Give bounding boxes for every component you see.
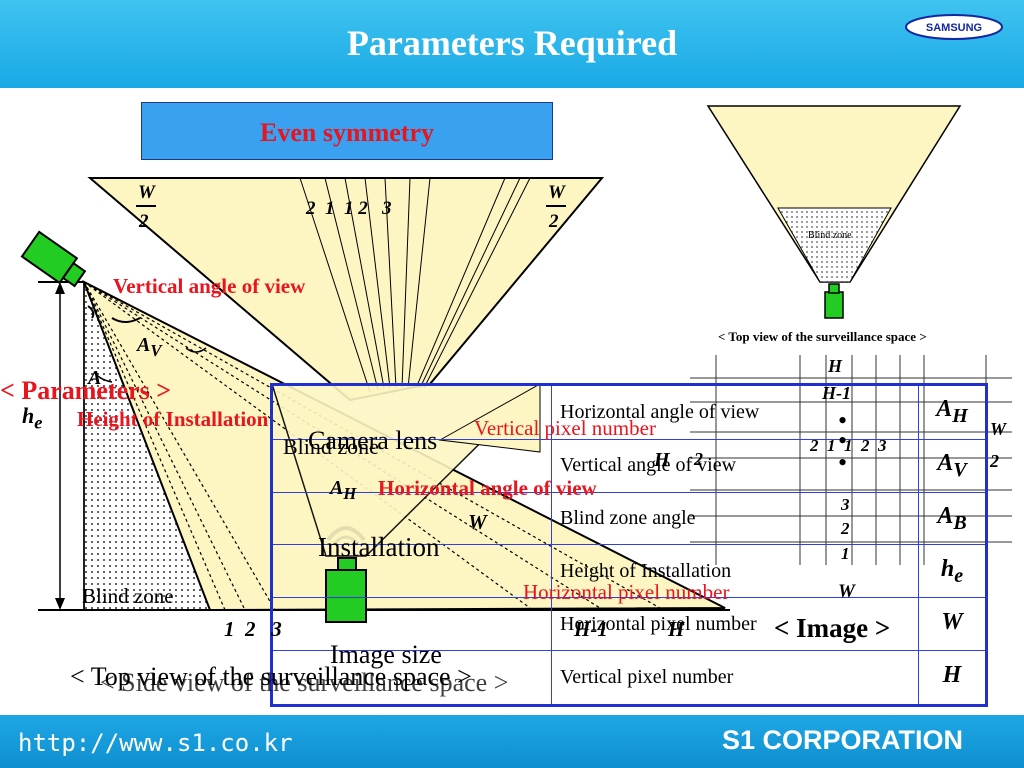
top-view-caption-large: < Top view of the surveillance space > [70, 662, 472, 691]
grid-row-2: 2 [841, 519, 850, 538]
grid-w-bottom: W [838, 581, 855, 602]
grid-row-3: 3 [841, 495, 850, 514]
grid-h-left: H [654, 449, 670, 471]
grid-h: H [828, 356, 843, 376]
grid-two-left: 2 [694, 449, 703, 469]
side-view-funnel [87, 177, 605, 402]
camera-lens-label: Camera lens [308, 426, 438, 455]
h-bottom: H [668, 617, 685, 641]
grid-row-1: 1 [841, 544, 850, 563]
parameter-symbol: H [918, 650, 987, 706]
installation-label: Installation [318, 532, 440, 562]
vertical-pixel-red-label: Vertical pixel number [474, 416, 656, 440]
top-view-caption: < Top view of the surveillance space > [718, 329, 927, 344]
parameter-symbol: AV [918, 438, 987, 493]
parameters-table: Horizontal angle of view AH Vertical ang… [270, 383, 988, 707]
side-view-caption-overlay: < Side view of the surveillance space > [100, 668, 509, 697]
empty-cell [271, 597, 552, 652]
empty-cell [271, 438, 552, 493]
w-over-2-right-den: 2 [549, 211, 559, 232]
horizontal-pixel-red-label: Horizontal pixel number [523, 580, 730, 604]
table-row: Vertical angle of view AV [271, 438, 987, 493]
horizontal-angle-red-label: Horizontal angle of view [378, 476, 597, 500]
svg-text:SAMSUNG: SAMSUNG [926, 22, 982, 34]
top-view-funnel [706, 105, 962, 283]
ah-symbol: AH [330, 477, 357, 503]
footer-url[interactable]: http://www.s1.co.kr [18, 729, 293, 757]
table-row: Height of Installation he [271, 544, 987, 599]
av-symbol: AV [137, 334, 162, 360]
grid-dot: • [838, 406, 848, 435]
table-row: Horizontal pixel number W [271, 597, 987, 652]
footer-bar: http://www.s1.co.kr S1 CORPORATION [0, 715, 1024, 768]
grid-h-minus-1: H-1 [822, 383, 851, 403]
grid-dot: • [838, 448, 848, 477]
samsung-logo: SAMSUNG [905, 14, 1003, 40]
parameter-name: Vertical angle of view [551, 438, 919, 493]
image-size-label: Image size [330, 640, 442, 669]
blind-zone-label-table: Blind zone [283, 434, 379, 459]
parameter-name: Vertical pixel number [551, 650, 919, 706]
ab-symbol: A [88, 367, 102, 389]
grid-two-right: 2 [990, 451, 999, 471]
parameter-symbol: AB [918, 491, 987, 546]
height-installation-label: Height of Installation [77, 407, 269, 431]
parameter-symbol: AH [918, 384, 987, 440]
fraction-bar [546, 205, 566, 207]
column-ticks-top: 2 1 1 2 3 [306, 198, 392, 219]
top-camera-icon [824, 283, 844, 319]
w-over-2-right-num: W [548, 182, 565, 203]
empty-cell [271, 650, 552, 706]
footer-company: S1 CORPORATION [722, 725, 964, 755]
even-symmetry-box: Even symmetry [141, 102, 553, 160]
grid-dot: • [838, 426, 848, 455]
image-label: < Image > [774, 613, 891, 643]
top-view-blind-zone: Blind zone [808, 230, 852, 241]
blind-zone-label: Blind zone [82, 584, 174, 608]
title-bar: Parameters Required [0, 0, 1024, 88]
parameter-name: Height of Installation [551, 544, 919, 599]
empty-cell [271, 544, 552, 599]
parameter-symbol: he [918, 544, 987, 599]
empty-cell [271, 384, 552, 440]
vertical-angle-label: Vertical angle of view [113, 274, 306, 298]
table-row: Horizontal angle of view AH [271, 384, 987, 440]
parameter-symbol: W [918, 597, 987, 652]
parameter-name: Horizontal angle of view [551, 384, 919, 440]
grid-w-right: W [990, 419, 1007, 439]
fraction-bar [136, 205, 156, 207]
grid-column-ticks: 2 1 1 2 3 [810, 436, 887, 455]
parameter-name: Blind zone angle [551, 491, 919, 546]
side-camera-icon [20, 230, 87, 288]
table-row: Vertical pixel number H [271, 650, 987, 706]
even-symmetry-label: Even symmetry [259, 118, 434, 147]
w-over-2-left-den: 2 [139, 211, 149, 232]
table-row: Blind zone angle AB [271, 491, 987, 546]
page-title: Parameters Required [346, 23, 678, 63]
parameters-title: < Parameters > [0, 376, 172, 405]
h-minus-1-bottom: H-1 [574, 617, 608, 641]
parameter-name: Horizontal pixel number [551, 597, 919, 652]
column-ticks-bottom: 1 2 3 [224, 617, 282, 641]
he-symbol: he [22, 403, 43, 433]
w-over-2-left-num: W [138, 182, 155, 203]
w-label-table: W [468, 510, 487, 534]
